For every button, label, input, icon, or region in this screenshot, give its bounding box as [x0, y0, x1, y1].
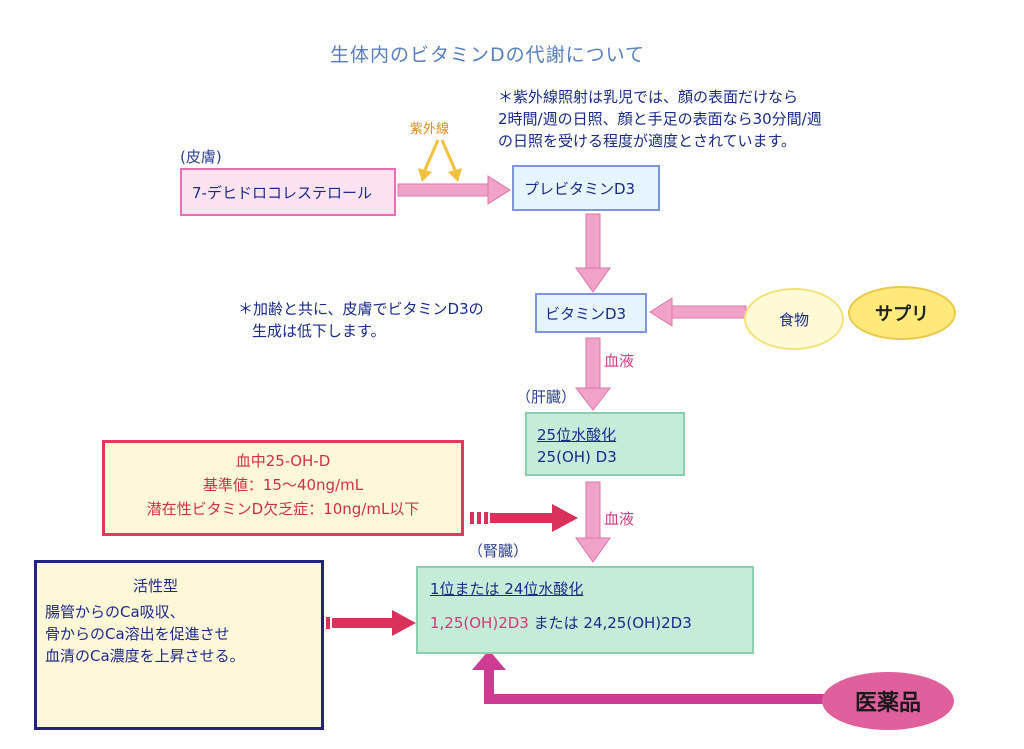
- blood-label-upper: 血液: [604, 352, 635, 370]
- uv-note-line-1: ＊紫外線照射は乳児では、顔の表面だけなら: [498, 88, 799, 106]
- liver-step-title: 25位水酸化: [537, 426, 617, 444]
- arrow-serum-to-blood: [470, 504, 578, 532]
- uv-label: 紫外線: [410, 122, 450, 137]
- skin-compound-box: 7-デヒドロコレステロール: [180, 168, 396, 216]
- serum-title: 血中25-OH-D: [235, 452, 331, 470]
- supplement-label: サプリ: [875, 304, 929, 325]
- liver-hydroxylation-box: 25位水酸化 25(OH) D3: [525, 412, 685, 476]
- uv-exposure-note: ＊紫外線照射は乳児では、顔の表面だけなら 2時間/週の日照、顔と手足の表面なら3…: [498, 86, 822, 152]
- active-form-title: 活性型: [133, 577, 179, 595]
- drug-label: 医薬品: [854, 691, 921, 716]
- aging-note-line-1: ＊加齢と共に、皮膚でビタミンD3の: [238, 300, 484, 318]
- active-form-line-2: 骨からのCa溶出を促進させ: [45, 625, 230, 643]
- active-form-line-1: 腸管からのCa吸収、: [45, 603, 185, 621]
- page-title: 生体内のビタミンDの代謝について: [330, 44, 646, 66]
- product-connector: または: [533, 614, 579, 632]
- arrow-food-to-vitd: [649, 297, 747, 327]
- liver-product: 25(OH) D3: [537, 448, 617, 466]
- active-product: 1,25(OH)2D3: [430, 614, 529, 632]
- serum-reference-box: 血中25-OH-D 基準値：15～40ng/mL 潜在性ビタミンD欠乏症：10n…: [102, 440, 464, 536]
- previtamin-box: プレビタミンD3: [512, 165, 660, 211]
- food-label: 食物: [778, 310, 809, 329]
- aging-note-line-2: 生成は低下します。: [252, 322, 386, 340]
- arrow-skin-to-previtamin: [397, 175, 511, 205]
- kidney-hydroxylation-box: 1位または 24位水酸化 1,25(OH)2D3 または 24,25(OH)2D…: [416, 566, 754, 654]
- liver-tag: （肝臓）: [516, 388, 577, 406]
- arrow-vitd-to-liver: [574, 337, 612, 411]
- arrow-previtamin-to-vitd: [575, 213, 611, 293]
- other-product: 24,25(OH)2D3: [583, 614, 692, 632]
- arrow-drug-to-kidney: [472, 650, 826, 704]
- uv-arrows: [418, 139, 462, 182]
- aging-note: ＊加齢と共に、皮膚でビタミンD3の 生成は低下します。: [238, 298, 484, 342]
- active-form-box: 活性型 腸管からのCa吸収、 骨からのCa溶出を促進させ 血清のCa濃度を上昇さ…: [34, 560, 324, 730]
- active-form-line-3: 血清のCa濃度を上昇させる。: [45, 647, 245, 665]
- kidney-products: 1,25(OH)2D3 または 24,25(OH)2D3: [430, 612, 740, 634]
- skin-compound-label: 7-デヒドロコレステロール: [192, 183, 372, 202]
- supplement-oval: サプリ: [848, 286, 956, 340]
- previtamin-label: プレビタミンD3: [524, 179, 636, 198]
- skin-tag: (皮膚): [180, 148, 222, 166]
- vitamin-d3-box: ビタミンD3: [535, 293, 647, 333]
- drug-oval: 医薬品: [822, 672, 954, 730]
- kidney-step-title: 1位または 24位水酸化: [430, 580, 584, 598]
- uv-note-line-2: 2時間/週の日照、顔と手足の表面なら30分間/週: [498, 110, 822, 128]
- blood-label-lower: 血液: [604, 510, 635, 528]
- food-oval: 食物: [744, 288, 844, 350]
- arrow-active-to-kidney: [312, 610, 416, 636]
- uv-note-line-3: の日照を受ける程度が適度とされています。: [498, 132, 797, 150]
- serum-reference-range: 基準値：15～40ng/mL: [202, 476, 364, 494]
- arrow-liver-to-kidney: [575, 481, 611, 563]
- vitamin-d3-label: ビタミンD3: [545, 304, 627, 323]
- kidney-tag: （腎臓）: [468, 542, 529, 560]
- serum-deficiency: 潜在性ビタミンD欠乏症：10ng/mL以下: [146, 500, 420, 518]
